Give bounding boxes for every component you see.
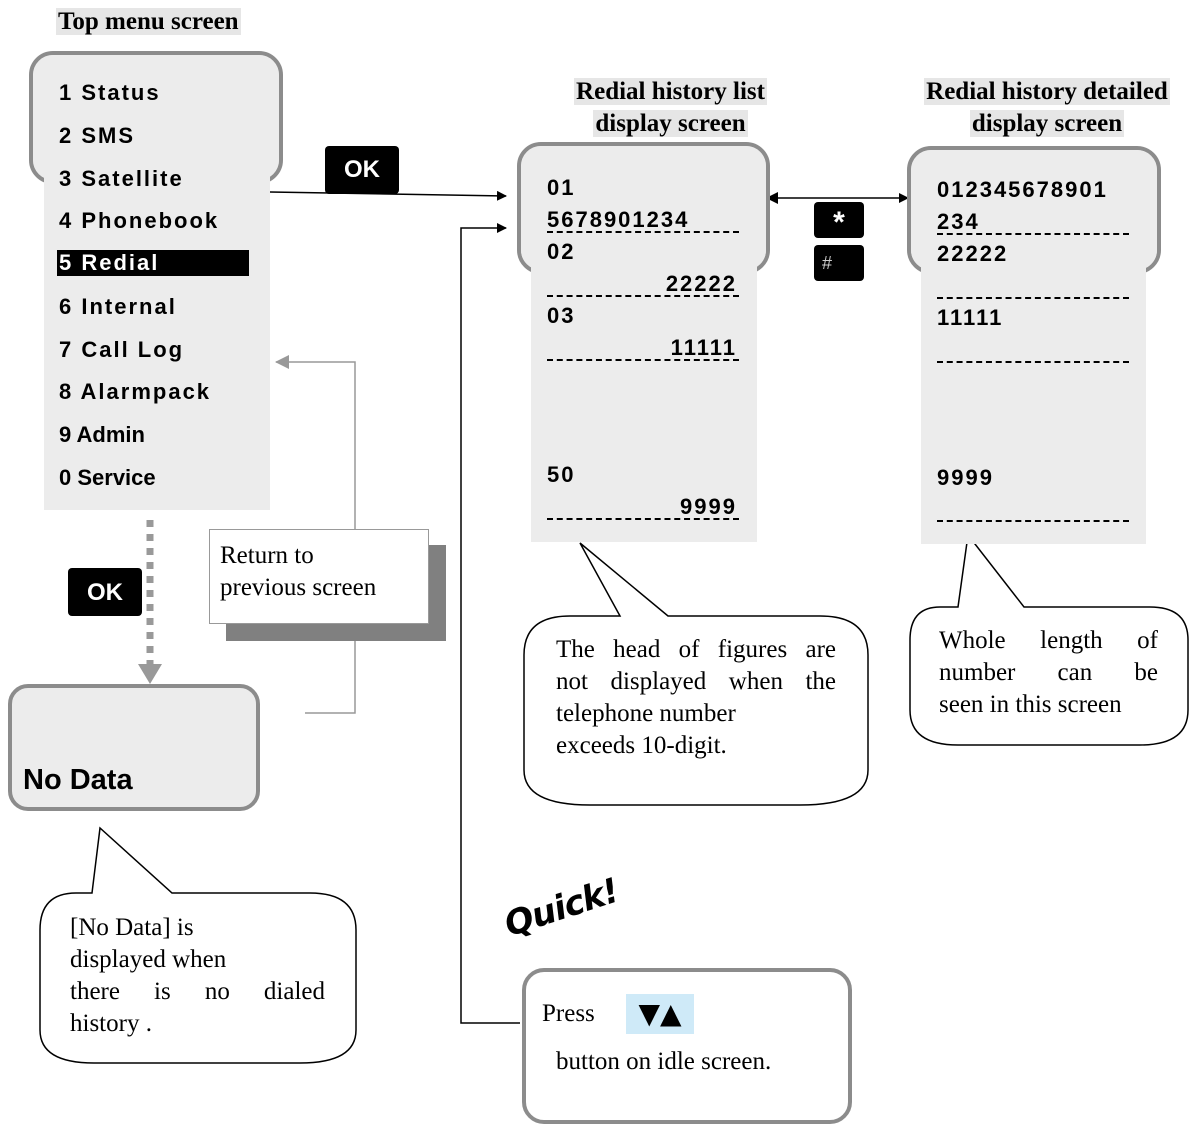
quick-note-text: button on idle screen. bbox=[556, 1048, 772, 1075]
return-line-upper bbox=[275, 355, 356, 530]
redial-list-panel bbox=[531, 262, 757, 542]
list-entry-number[interactable]: 11111 bbox=[670, 335, 737, 360]
detail-entry-number[interactable]: 11111 bbox=[937, 305, 1004, 330]
ok-arrow-line bbox=[269, 190, 507, 201]
list-entry-index: 50 bbox=[547, 462, 576, 487]
list-entry-index: 01 bbox=[547, 175, 576, 200]
return-box-line-1: Return to bbox=[220, 542, 314, 569]
detail-entry-number-cont: 234 bbox=[937, 209, 980, 234]
ok-key-top[interactable]: OK bbox=[325, 146, 399, 194]
detail-divider bbox=[937, 233, 1129, 235]
menu-item-sms[interactable]: 2 SMS bbox=[59, 123, 136, 148]
menu-item-alarmpack[interactable]: 8 Alarmpack bbox=[59, 379, 212, 404]
detail-note-bubble bbox=[909, 533, 1189, 746]
list-divider bbox=[547, 231, 739, 233]
menu-item-admin[interactable]: 9 Admin bbox=[59, 422, 145, 447]
detail-entry-number[interactable]: 22222 bbox=[937, 241, 1009, 266]
list-entry-index: 02 bbox=[547, 239, 576, 264]
list-divider bbox=[547, 518, 739, 520]
list-entry-number[interactable]: 9999 bbox=[680, 494, 737, 519]
menu-screen-panel bbox=[44, 170, 270, 510]
menu-item-status[interactable]: 1 Status bbox=[59, 80, 161, 105]
no-data-label: No Data bbox=[23, 764, 133, 796]
menu-item-service[interactable]: 0 Service bbox=[59, 465, 156, 490]
list-entry-index: 03 bbox=[547, 303, 576, 328]
detail-note-text: Whole length of number can be seen in th… bbox=[939, 627, 1158, 718]
detail-divider bbox=[937, 520, 1129, 522]
return-box: Return to previous screen bbox=[209, 529, 429, 624]
list-divider bbox=[547, 295, 739, 297]
menu-item-call-log[interactable]: 7 Call Log bbox=[59, 337, 185, 362]
detail-entry-number[interactable]: 9999 bbox=[937, 465, 994, 490]
no-data-note-bubble bbox=[39, 826, 357, 1064]
no-data-screen: No Data bbox=[8, 684, 260, 811]
redial-detail-inner bbox=[911, 150, 1157, 270]
list-entry-number[interactable]: 5678901234 bbox=[547, 207, 690, 232]
detail-entry-number[interactable]: 012345678901 bbox=[937, 177, 1108, 202]
arrow-head-left bbox=[766, 192, 778, 204]
return-box-line-2: previous screen bbox=[220, 574, 377, 601]
up-down-arrow-icon[interactable]: ▼▲ bbox=[626, 994, 694, 1034]
redial-list-inner bbox=[521, 146, 766, 270]
list-entry-number[interactable]: 22222 bbox=[665, 271, 737, 296]
no-data-arrow-head bbox=[138, 664, 162, 684]
list-divider bbox=[547, 359, 739, 361]
redial-detail-panel bbox=[921, 262, 1146, 544]
list-note-bubble bbox=[523, 542, 869, 806]
menu-item-satellite[interactable]: 3 Satellite bbox=[59, 166, 184, 191]
no-data-note-text: [No Data] is displayed when there is no … bbox=[70, 914, 325, 1037]
quick-arrow-line bbox=[460, 223, 520, 1024]
detail-divider bbox=[937, 361, 1129, 363]
quick-press-text: Press bbox=[542, 1000, 595, 1027]
menu-screen-inner bbox=[33, 55, 279, 180]
redial-list-heading: Redial history list display screen bbox=[574, 78, 767, 137]
menu-item-redial[interactable]: 5 Redial bbox=[57, 250, 249, 276]
quick-box: Press ▼▲ button on idle screen. bbox=[522, 968, 852, 1124]
menu-item-internal[interactable]: 6 Internal bbox=[59, 294, 177, 319]
redial-detail-heading: Redial history detailed display screen bbox=[924, 78, 1170, 137]
ok-key-bottom[interactable]: OK bbox=[68, 568, 142, 616]
return-line-lower bbox=[305, 640, 356, 714]
menu-item-phonebook[interactable]: 4 Phonebook bbox=[59, 208, 220, 233]
hash-key[interactable]: # bbox=[814, 245, 864, 281]
top-menu-heading: Top menu screen bbox=[56, 8, 241, 35]
detail-divider bbox=[937, 297, 1129, 299]
star-key[interactable]: * bbox=[814, 202, 864, 239]
list-note-text: The head of figures are not displayed wh… bbox=[556, 636, 836, 759]
